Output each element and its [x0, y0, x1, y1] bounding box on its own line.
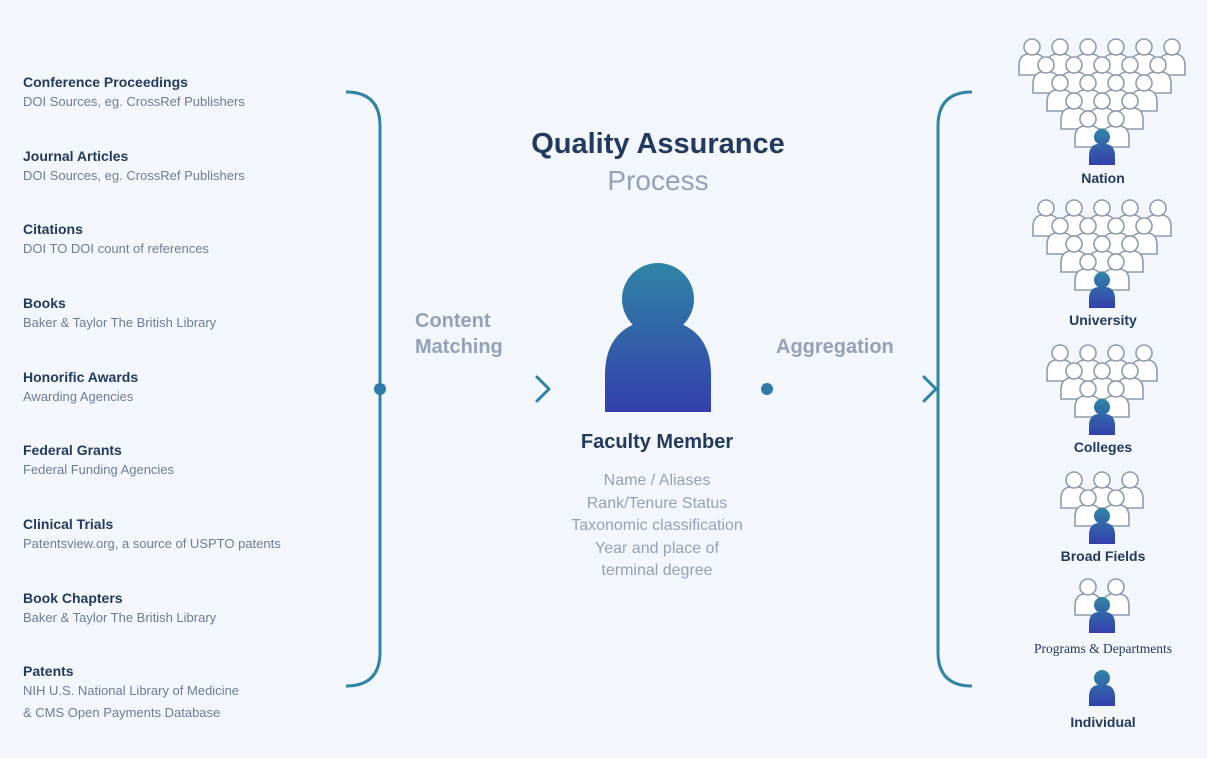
- crowd-person-icon: [1102, 344, 1130, 382]
- source-title: Clinical Trials: [23, 516, 114, 532]
- content-matching-label: Content Matching: [415, 308, 503, 360]
- page-subtitle: Process: [607, 165, 709, 196]
- source-detail: Federal Funding Agencies: [23, 462, 175, 477]
- highlighted-person-icon: [1089, 399, 1115, 435]
- crowd-person-icon: [1060, 235, 1088, 273]
- source-title: Books: [23, 295, 66, 311]
- level-label-colleges: Colleges: [1073, 439, 1133, 455]
- page-title: Quality Assurance: [531, 128, 785, 160]
- crowd-person-icon: [1102, 380, 1130, 418]
- crowd-person-icon: [1144, 199, 1172, 237]
- source-item: Clinical Trials Patentsview.org, a sourc…: [23, 515, 281, 555]
- source-title: Federal Grants: [23, 442, 122, 458]
- source-detail: NIH U.S. National Library of Medicine: [23, 683, 240, 698]
- crowd-person-icon: [1130, 344, 1158, 382]
- faculty-attribute: Taxonomic classification: [571, 517, 743, 535]
- content-matching-label-line1: Content: [415, 310, 491, 332]
- source-item: Book Chapters Baker & Taylor The British…: [23, 589, 216, 629]
- highlighted-person-icon: [1089, 508, 1115, 544]
- source-title: Journal Articles: [23, 148, 129, 164]
- level-label-nation: Nation: [1081, 170, 1125, 186]
- crowd-person-icon: [1074, 253, 1102, 291]
- crowd-person-icon: [1116, 92, 1144, 130]
- crowd-person-icon: [1018, 38, 1046, 76]
- faculty-attribute: Year and place of: [595, 539, 719, 557]
- source-title: Honorific Awards: [23, 369, 139, 385]
- crowd-person-icon: [1116, 199, 1144, 237]
- crowd-person-icon: [1032, 199, 1060, 237]
- highlighted-person-icon: [1089, 129, 1115, 165]
- crowd-person-icon: [1060, 56, 1088, 94]
- faculty-attribute: terminal degree: [601, 562, 713, 580]
- crowd-person-icon: [1046, 217, 1074, 255]
- aggregation-label: Aggregation: [776, 336, 894, 358]
- level-label-programs-departments: Programs & Departments: [1034, 641, 1172, 656]
- source-title: Book Chapters: [23, 590, 123, 606]
- source-detail: DOI Sources, eg. CrossRef Publishers: [23, 94, 245, 109]
- faculty-member-title: Faculty Member: [580, 431, 734, 453]
- source-item: Conference Proceedings DOI Sources, eg. …: [23, 73, 245, 113]
- crowd-person-icon: [1074, 110, 1102, 148]
- source-item: Federal Grants Federal Funding Agencies: [23, 441, 174, 481]
- faculty-person-icon: [605, 263, 711, 412]
- crowd-person-icon: [1102, 38, 1130, 76]
- crowd-person-icon: [1102, 489, 1130, 527]
- crowd-person-icon: [1060, 362, 1088, 400]
- crowd-person-icon: [1074, 380, 1102, 418]
- content-matching-arrow: [374, 375, 551, 403]
- source-item: Journal Articles DOI Sources, eg. CrossR…: [23, 147, 245, 187]
- content-matching-label-line2: Matching: [415, 336, 503, 358]
- source-detail: Baker & Taylor The British Library: [23, 610, 217, 625]
- aggregation-levels-graphics: [1018, 38, 1186, 706]
- faculty-attribute: Name / Aliases: [603, 472, 711, 489]
- crowd-person-icon: [1102, 578, 1130, 616]
- crowd-person-icon: [1102, 110, 1130, 148]
- source-title: Patents: [23, 663, 74, 679]
- crowd-person-icon: [1116, 362, 1144, 400]
- crowd-person-icon: [1046, 74, 1074, 112]
- source-detail: Patentsview.org, a source of USPTO paten…: [23, 536, 281, 551]
- crowd-person-icon: [1088, 92, 1116, 130]
- aggregation-arrow: [761, 375, 938, 403]
- source-title: Conference Proceedings: [23, 74, 188, 90]
- source-item: Honorific Awards Awarding Agencies: [23, 368, 138, 408]
- source-detail: Awarding Agencies: [23, 389, 134, 404]
- highlighted-person-icon: [1089, 272, 1115, 308]
- level-label-broad-fields: Broad Fields: [1060, 548, 1146, 564]
- faculty-attributes: Name / Aliases Rank/Tenure Status Taxono…: [0, 470, 1207, 583]
- crowd-person-icon: [1046, 344, 1074, 382]
- crowd-person-icon: [1116, 471, 1144, 509]
- highlighted-person-icon: [1089, 670, 1115, 706]
- source-item: Citations DOI TO DOI count of references: [23, 220, 209, 260]
- crowd-person-icon: [1102, 253, 1130, 291]
- source-item: Books Baker & Taylor The British Library: [23, 294, 216, 334]
- level-label-individual: Individual: [1070, 714, 1136, 730]
- source-item: Patents NIH U.S. National Library of Med…: [23, 662, 239, 724]
- level-label-university: University: [1069, 312, 1137, 328]
- source-detail: DOI Sources, eg. CrossRef Publishers: [23, 168, 245, 183]
- source-detail: Baker & Taylor The British Library: [23, 315, 217, 330]
- crowd-person-icon: [1032, 56, 1060, 94]
- crowd-person-icon: [1144, 56, 1172, 94]
- source-title: Citations: [23, 221, 83, 237]
- crowd-person-icon: [1130, 217, 1158, 255]
- highlighted-person-icon: [1089, 597, 1115, 633]
- source-detail: DOI TO DOI count of references: [23, 241, 209, 256]
- faculty-attribute: Rank/Tenure Status: [586, 494, 728, 512]
- source-detail: & CMS Open Payments Database: [23, 705, 221, 720]
- right-bracket: [936, 90, 1006, 688]
